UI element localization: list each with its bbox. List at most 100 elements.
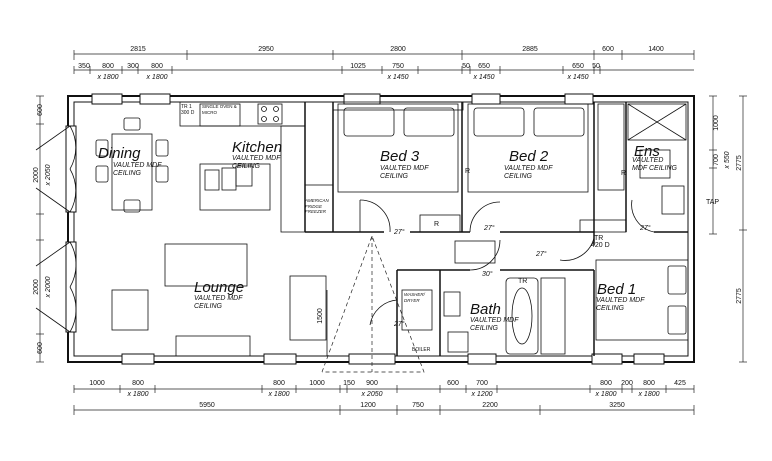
- room-bed2-note: VAULTED MDF CEILING: [504, 165, 553, 180]
- svg-text:50: 50: [592, 63, 600, 70]
- dim-top-2: 2950: [258, 46, 274, 53]
- room-ens-name: Ens: [634, 143, 660, 160]
- angle-5: 27°: [393, 320, 405, 328]
- room-bed1-note: VAULTED MDF CEILING: [596, 297, 645, 312]
- room-lounge-note: VAULTED MDF CEILING: [194, 295, 243, 310]
- room-kitchen-name: Kitchen: [232, 139, 282, 156]
- dim-top-4: 2885: [522, 46, 538, 53]
- svg-text:600: 600: [37, 342, 44, 354]
- svg-text:x 1800: x 1800: [96, 74, 118, 81]
- svg-text:x 1450: x 1450: [472, 74, 494, 81]
- svg-text:2000: 2000: [33, 279, 40, 295]
- furniture: [95, 101, 689, 357]
- label-420d: 420 D: [591, 242, 610, 249]
- label-tr-bath: TR: [518, 278, 527, 285]
- svg-text:150: 150: [343, 380, 355, 387]
- room-bed1: Bed 1 VAULTED MDF CEILING: [596, 281, 645, 312]
- svg-text:x 1450: x 1450: [386, 74, 408, 81]
- svg-text:750: 750: [412, 402, 424, 409]
- svg-text:800: 800: [151, 63, 163, 70]
- label-1500: 1500: [317, 308, 324, 324]
- svg-text:800: 800: [600, 380, 612, 387]
- dim-top-1: 2815: [130, 46, 146, 53]
- bottom-overall-dims: 5950 1200 750 2200 3250: [199, 402, 625, 409]
- bottom-window-dims: 1000 800 800 1000 150 900 600 700 800 20…: [89, 380, 686, 398]
- svg-text:x 1450: x 1450: [566, 74, 588, 81]
- walls: [65, 93, 695, 365]
- svg-text:750: 750: [392, 63, 404, 70]
- angle-4: 27°: [639, 224, 651, 232]
- svg-text:600: 600: [37, 104, 44, 116]
- svg-text:x 2050: x 2050: [45, 164, 52, 186]
- room-bed2: Bed 2 VAULTED MDF CEILING: [504, 148, 553, 180]
- room-lounge: Lounge VAULTED MDF CEILING: [194, 279, 244, 310]
- svg-text:300: 300: [127, 63, 139, 70]
- dim-top-3: 2800: [390, 46, 406, 53]
- svg-text:900: 900: [366, 380, 378, 387]
- label-tr-bed1: TR: [594, 235, 603, 242]
- room-dining-name: Dining: [98, 145, 141, 162]
- svg-text:x 1800: x 1800: [145, 74, 167, 81]
- label-boiler: BOILER: [412, 347, 431, 353]
- angle-6: 30°: [482, 270, 493, 278]
- svg-text:350: 350: [78, 63, 90, 70]
- dim-top-5: 600: [602, 46, 614, 53]
- right-dims: 1000 700 x 550 2775 2775: [713, 115, 743, 304]
- label-r3: R: [621, 170, 626, 177]
- top-overall-dims: 2815 2950 2800 2885 600 1400: [130, 46, 664, 53]
- fixture-labels: TR 1 300 D SINGLE OVEN & MICRO AMERICAN …: [181, 104, 719, 353]
- label-fridge: AMERICAN FRIDGE FREEZER: [305, 198, 329, 214]
- svg-text:2775: 2775: [736, 155, 743, 171]
- svg-text:700: 700: [476, 380, 488, 387]
- svg-text:x 1800: x 1800: [126, 391, 148, 398]
- room-bath: Bath VAULTED MDF CEILING: [470, 301, 519, 332]
- label-oven: SINGLE OVEN & MICRO: [202, 104, 237, 115]
- svg-text:800: 800: [102, 63, 114, 70]
- svg-text:1000: 1000: [309, 380, 325, 387]
- svg-text:x 1800: x 1800: [267, 391, 289, 398]
- room-kitchen: Kitchen VAULTED MDF CEILING: [232, 139, 282, 170]
- svg-text:1025: 1025: [350, 63, 366, 70]
- svg-text:2200: 2200: [482, 402, 498, 409]
- label-tap: TAP: [706, 199, 719, 206]
- label-washer: WASHER/ DRYER: [404, 292, 425, 303]
- room-dining: Dining VAULTED MDF CEILING: [98, 145, 162, 177]
- room-ens-note: VAULTED MDF CEILING: [632, 157, 677, 172]
- room-kitchen-note: VAULTED MDF CEILING: [232, 155, 281, 170]
- svg-text:425: 425: [674, 380, 686, 387]
- svg-text:650: 650: [478, 63, 490, 70]
- svg-text:1000: 1000: [89, 380, 105, 387]
- label-r2: R: [465, 168, 470, 175]
- svg-text:650: 650: [572, 63, 584, 70]
- svg-text:x 1800: x 1800: [594, 391, 616, 398]
- room-bath-name: Bath: [470, 301, 501, 318]
- svg-text:50: 50: [462, 63, 470, 70]
- svg-text:2000: 2000: [33, 167, 40, 183]
- svg-text:x 2000: x 2000: [45, 276, 52, 298]
- room-lounge-name: Lounge: [194, 279, 244, 296]
- room-bath-note: VAULTED MDF CEILING: [470, 317, 519, 332]
- svg-text:x 1200: x 1200: [470, 391, 492, 398]
- svg-text:2775: 2775: [736, 288, 743, 304]
- svg-text:x 1800: x 1800: [637, 391, 659, 398]
- label-300d: 300 D: [181, 110, 195, 116]
- room-bed2-name: Bed 2: [509, 148, 549, 165]
- room-bed3: Bed 3 VAULTED MDF CEILING: [380, 148, 429, 180]
- room-labels: Dining VAULTED MDF CEILING Kitchen VAULT…: [98, 139, 677, 332]
- svg-text:800: 800: [132, 380, 144, 387]
- dimension-lines: [36, 50, 747, 415]
- svg-text:800: 800: [273, 380, 285, 387]
- svg-text:3250: 3250: [609, 402, 625, 409]
- room-dining-note: VAULTED MDF CEILING: [113, 162, 162, 177]
- room-bed3-name: Bed 3: [380, 148, 420, 165]
- svg-text:1200: 1200: [360, 402, 376, 409]
- label-r1: R: [434, 221, 439, 228]
- svg-text:5950: 5950: [199, 402, 215, 409]
- dim-top-6: 1400: [648, 46, 664, 53]
- left-dims: 600 2000 x 2050 2000 x 2000 600: [33, 104, 52, 354]
- dashed-loft: [321, 235, 425, 373]
- room-bed3-note: VAULTED MDF CEILING: [380, 165, 429, 180]
- svg-text:800: 800: [643, 380, 655, 387]
- svg-text:600: 600: [447, 380, 459, 387]
